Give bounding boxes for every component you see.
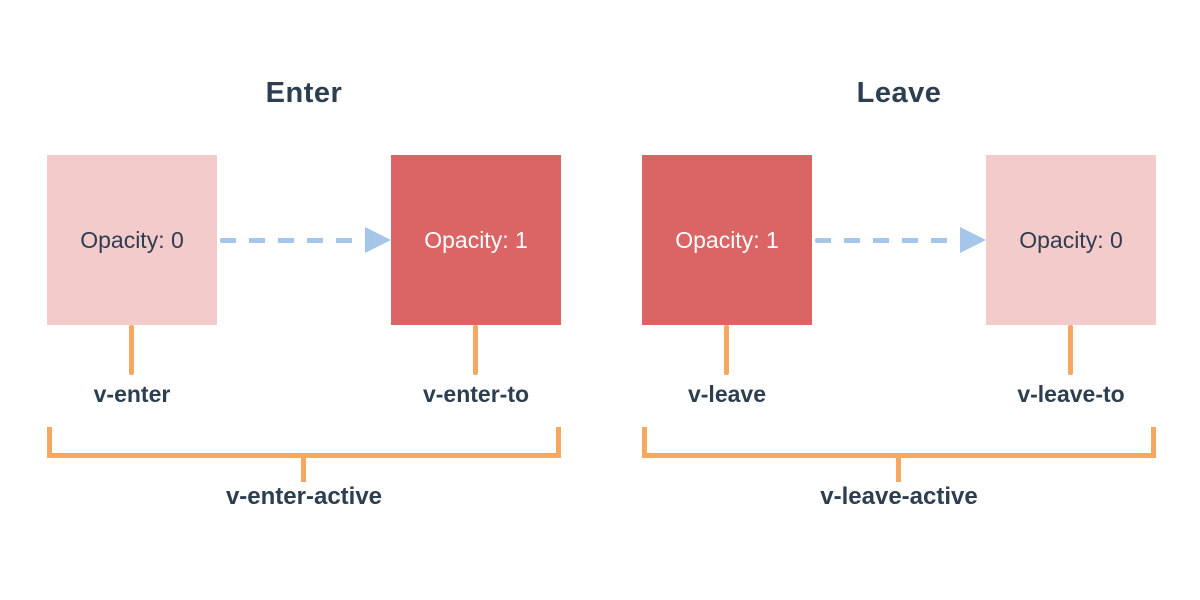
bracket-stem (301, 456, 306, 482)
connector-line (724, 325, 729, 375)
active-phase-label: v-enter-active (225, 483, 383, 510)
dashed-line (220, 237, 365, 243)
panel-title: Leave (856, 77, 942, 109)
opacity-end-value: Opacity: 1 (424, 226, 528, 253)
opacity-start-box: Opacity: 0 (47, 155, 217, 325)
connector-line (1068, 325, 1073, 375)
panel-title: Enter (265, 77, 343, 109)
arrowhead-icon (365, 227, 391, 253)
connector-line (473, 325, 478, 375)
connector-line (129, 325, 134, 375)
dashed-line (815, 237, 960, 243)
opacity-end-value: Opacity: 0 (1019, 226, 1123, 253)
phase-label-from: v-leave (687, 381, 766, 407)
opacity-end-box: Opacity: 1 (391, 155, 561, 325)
phase-label-to: v-leave-to (1017, 381, 1125, 407)
active-phase-label: v-leave-active (820, 483, 978, 510)
phase-label-to: v-enter-to (422, 381, 530, 407)
arrowhead-icon (960, 227, 986, 253)
bracket-stem (896, 456, 901, 482)
opacity-start-box: Opacity: 1 (642, 155, 812, 325)
transition-arrow (220, 227, 391, 253)
active-phase-bracket (47, 427, 561, 458)
transition-panel-leave: Leave Opacity: 1 Opacity: 0 v-leave v-le… (642, 0, 1156, 600)
opacity-start-value: Opacity: 0 (80, 226, 184, 253)
opacity-end-box: Opacity: 0 (986, 155, 1156, 325)
opacity-start-value: Opacity: 1 (675, 226, 779, 253)
phase-label-from: v-enter (93, 381, 171, 407)
transition-panel-enter: Enter Opacity: 0 Opacity: 1 v-enter v-en… (47, 0, 561, 600)
active-phase-bracket (642, 427, 1156, 458)
transition-arrow (815, 227, 986, 253)
